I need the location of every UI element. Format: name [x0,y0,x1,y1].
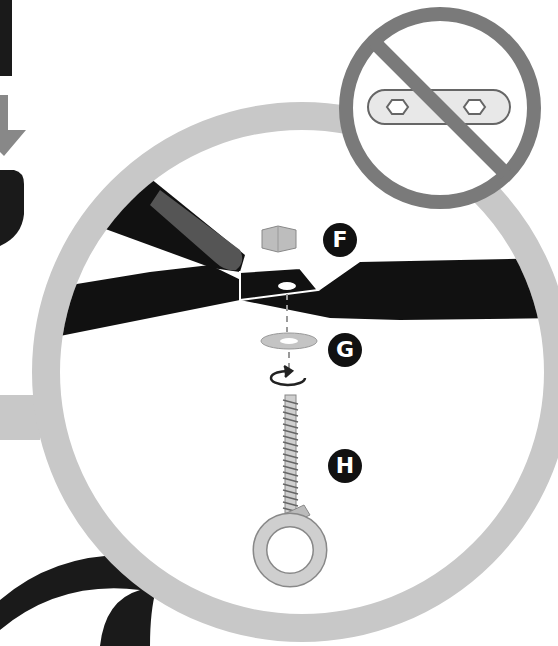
washer [261,333,317,349]
nut [262,226,296,252]
bar-fragment [0,0,12,76]
tube-fragment [0,170,24,246]
axis-line [288,352,290,368]
handle-bar [40,178,245,272]
eye-bolt [260,395,320,580]
callout-disc [328,333,362,367]
prohibition-symbol [346,14,534,202]
hole [278,282,296,290]
handle-grip [150,190,242,270]
tab [240,268,318,300]
rotation-arrow [271,366,305,385]
callout-disc [328,449,362,483]
axis-line [286,294,288,332]
callout-letter: F [323,223,357,257]
callout-disc [323,223,357,257]
frame-plate [40,258,558,340]
callout-letter: H [328,449,362,483]
callout-letter: G [328,333,362,367]
down-arrow [0,95,26,156]
